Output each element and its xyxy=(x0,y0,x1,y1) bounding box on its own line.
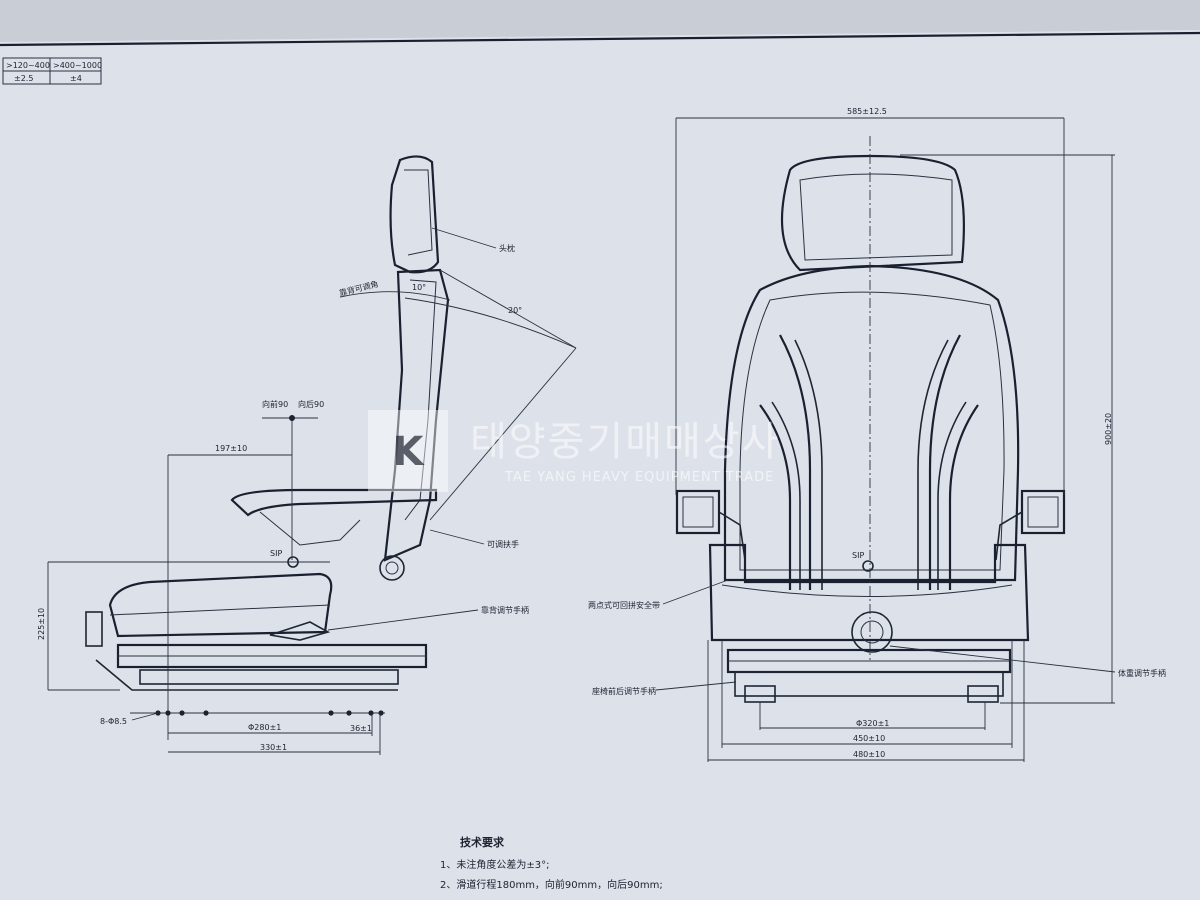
tech-note-1: 1、未注角度公差为±3°; xyxy=(440,858,549,871)
travel-forward: 向前90 xyxy=(262,399,288,409)
callout-slide-handle: 座椅前后调节手柄 xyxy=(592,686,656,696)
front-seat-pan xyxy=(708,543,1030,642)
side-view: 10° 20° 靠背可调角 头枕 可调扶手 靠背调节手柄 向前90 向后90 S… xyxy=(37,155,577,755)
tol-header-2: >400~1000 xyxy=(53,61,102,70)
tol-value-2: ±4 xyxy=(70,74,82,83)
dim-mount-holes: 8-Φ8.5 xyxy=(100,717,127,726)
watermark-logo xyxy=(368,410,448,492)
dim-depth: 197±10 xyxy=(215,444,247,453)
front-view: SIP 585±12.5 900±20 两点式可回拼安全带 座椅前后调节手柄 体… xyxy=(588,107,1166,762)
side-seat-cushion xyxy=(108,572,333,638)
tech-notes-title: 技术要求 xyxy=(460,835,505,849)
front-weight-knob xyxy=(851,611,893,653)
front-sip-label: SIP xyxy=(852,551,864,560)
side-backrest xyxy=(383,268,450,562)
dim-rail-total: 330±1 xyxy=(260,743,287,752)
angle-back-small: 10° xyxy=(412,283,426,292)
watermark-korean: 태양중기매매상사 xyxy=(470,419,780,465)
watermark-english: TAE YANG HEAVY EQUIPMENT TRADE xyxy=(504,470,774,485)
dim-rail-inner-front: Φ320±1 xyxy=(856,719,889,728)
tech-note-2: 2、滑道行程180mm，向前90mm，向后90mm; xyxy=(440,878,663,891)
watermark: K 태양중기매매상사 TAE YANG HEAVY EQUIPMENT TRAD… xyxy=(368,410,780,492)
front-headrest xyxy=(780,154,965,272)
side-pivot-knob xyxy=(379,555,405,581)
dim-rail-mid-front: 450±10 xyxy=(853,734,885,743)
callout-weight-handle: 体重调节手柄 xyxy=(1118,668,1166,678)
tolerance-table: >120~400 >400~1000 ±2.5 ±4 xyxy=(2,57,102,85)
paper-sheet xyxy=(0,30,1200,900)
dim-rail-inner: Φ280±1 xyxy=(248,723,281,732)
front-armrest-left xyxy=(675,489,721,535)
tol-header-1: >120~400 xyxy=(6,61,50,70)
dim-rail-end: 36±1 xyxy=(350,724,372,733)
side-armrest xyxy=(230,488,438,517)
tech-notes: 技术要求 1、未注角度公差为±3°; 2、滑道行程180mm，向前90mm，向后… xyxy=(440,835,663,891)
dim-height: 225±10 xyxy=(37,608,46,640)
front-backrest xyxy=(723,264,1020,582)
travel-backward: 向后90 xyxy=(298,399,324,409)
callout-armrest: 可调扶手 xyxy=(487,539,519,549)
svg-text:K: K xyxy=(393,429,426,475)
dim-height-front: 900±20 xyxy=(1104,413,1113,445)
callout-backrest-handle: 靠背调节手柄 xyxy=(481,605,529,615)
dim-rail-outer-front: 480±10 xyxy=(853,750,885,759)
angle-back-large: 20° xyxy=(508,306,522,315)
tol-value-1: ±2.5 xyxy=(14,74,33,83)
side-sip-label: SIP xyxy=(270,549,282,558)
side-backrest-handle xyxy=(269,621,331,641)
dim-width-top: 585±12.5 xyxy=(847,107,887,116)
callout-seatbelt: 两点式可回拼安全带 xyxy=(588,600,660,610)
callout-headrest: 头枕 xyxy=(499,243,515,253)
